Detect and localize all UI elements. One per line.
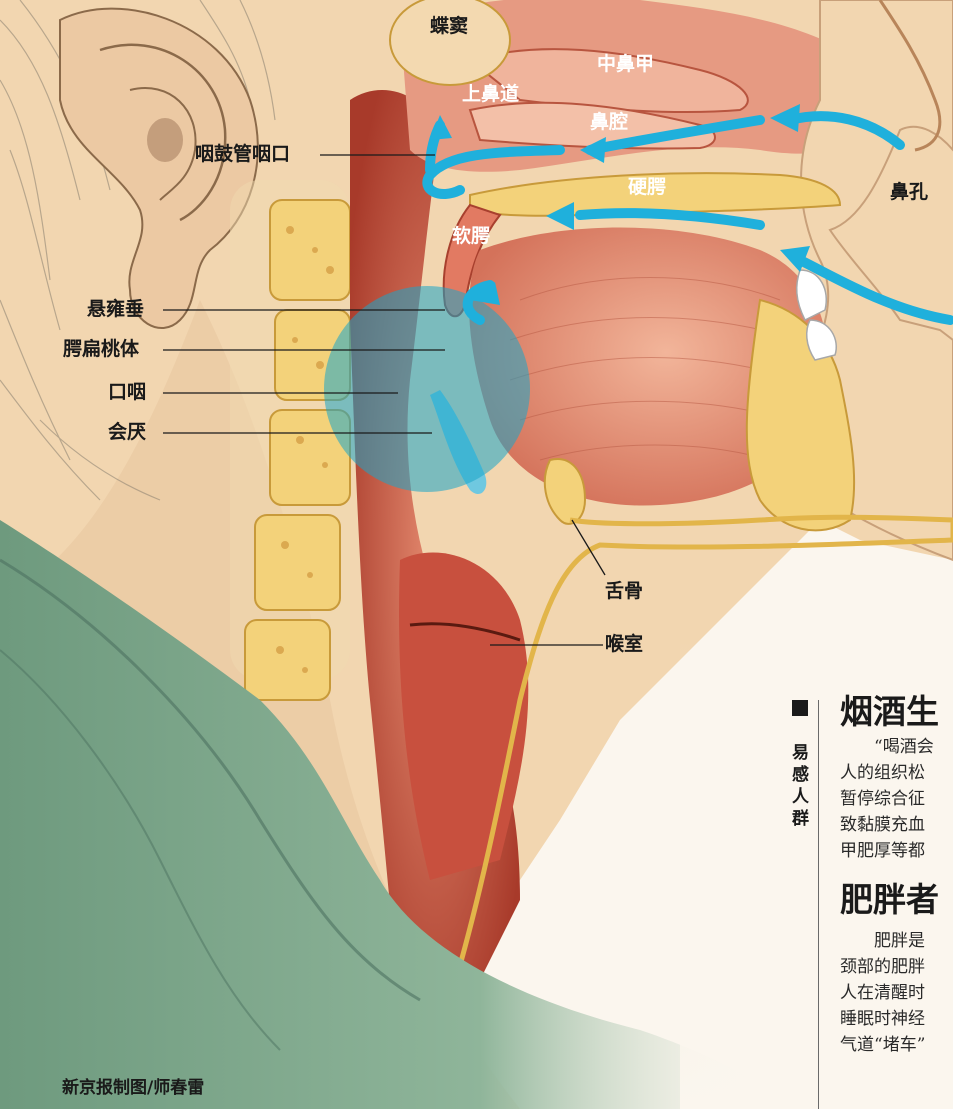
label-hyoid: 舌骨 xyxy=(605,582,643,601)
article-line: “喝酒会 xyxy=(840,734,953,760)
article-line: 睡眠时神经 xyxy=(840,1006,953,1032)
section-marker xyxy=(792,700,808,716)
article-line: 颈部的肥胖 xyxy=(840,954,953,980)
label-superior-meatus: 上鼻道 xyxy=(462,85,519,104)
article-line: 气道“堵车” xyxy=(840,1032,953,1058)
label-nasal-cavity: 鼻腔 xyxy=(590,113,628,132)
label-nostril: 鼻孔 xyxy=(890,183,928,202)
article-line: 暂停综合征 xyxy=(840,786,953,812)
label-eustachian-opening: 咽鼓管咽口 xyxy=(195,145,290,164)
article-line: 人的组织松 xyxy=(840,760,953,786)
article: 烟酒生 “喝酒会 人的组织松 暂停综合征 致黏膜充血 甲肥厚等都 肥胖者 肥胖是… xyxy=(840,690,953,1058)
label-soft-palate: 软腭 xyxy=(452,227,490,246)
highlight-circle xyxy=(324,286,530,492)
label-oropharynx: 口咽 xyxy=(108,383,146,402)
label-sphenoid-sinus: 蝶窦 xyxy=(430,17,468,36)
article-line: 人在清醒时 xyxy=(840,980,953,1006)
label-laryngeal-ventricle: 喉室 xyxy=(605,635,643,654)
article-heading-2: 肥胖者 xyxy=(840,878,953,922)
article-heading-1: 烟酒生 xyxy=(840,690,953,734)
article-line: 肥胖是 xyxy=(840,928,953,954)
article-line: 致黏膜充血 xyxy=(840,812,953,838)
label-hard-palate: 硬腭 xyxy=(628,178,666,197)
label-uvula: 悬雍垂 xyxy=(87,300,144,319)
article-line: 甲肥厚等都 xyxy=(840,838,953,864)
image-credit: 新京报制图/师春雷 xyxy=(62,1073,204,1098)
section-label: 易感人群 xyxy=(792,742,814,830)
cervical-spine xyxy=(230,180,350,700)
label-epiglottis: 会厌 xyxy=(108,423,146,442)
label-palatine-tonsil: 腭扁桃体 xyxy=(63,340,139,359)
column-divider xyxy=(818,700,819,1109)
label-middle-turbinate: 中鼻甲 xyxy=(597,55,654,74)
